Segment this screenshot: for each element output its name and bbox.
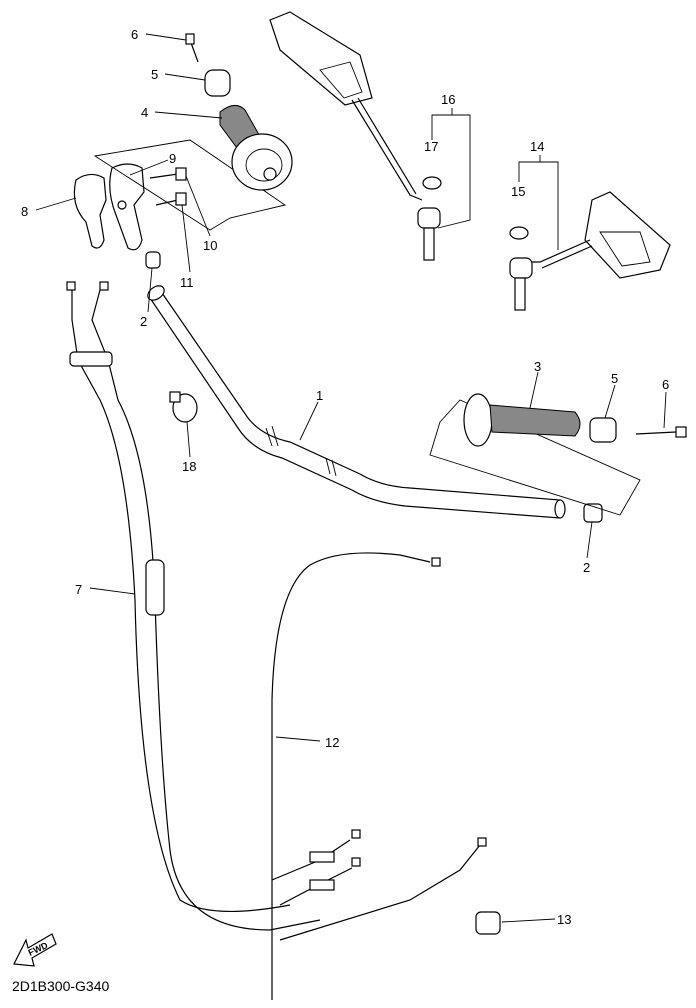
fwd-arrow-icon: FWD <box>13 933 57 967</box>
screw-part-6[interactable] <box>185 33 199 63</box>
screw-part-11[interactable] <box>155 192 187 206</box>
label-5: 5 <box>151 67 158 82</box>
grip-part-3[interactable] <box>463 393 581 447</box>
label-5-right: 5 <box>611 371 618 386</box>
diagram-code: 2D1B300-G340 <box>12 978 110 994</box>
throttle-cable-part-7[interactable] <box>66 281 321 931</box>
label-15: 15 <box>511 184 525 199</box>
grip-end-part-5[interactable] <box>204 69 231 97</box>
leader-lines <box>35 33 667 923</box>
label-9: 9 <box>169 151 176 166</box>
grip-end-part-5-right[interactable] <box>589 417 617 443</box>
label-6-right: 6 <box>662 377 669 392</box>
label-17: 17 <box>424 139 438 154</box>
clamp-part-18[interactable] <box>169 391 198 423</box>
label-6: 6 <box>131 27 138 42</box>
collar-part-2-right[interactable] <box>583 503 603 523</box>
label-18: 18 <box>182 459 196 474</box>
screw-part-6-right[interactable] <box>635 426 687 438</box>
grip-part-4[interactable] <box>219 105 293 191</box>
cap-part-15[interactable] <box>509 226 529 240</box>
label-2-right: 2 <box>583 560 590 575</box>
label-10: 10 <box>203 238 217 253</box>
handlebar-part-1[interactable] <box>145 283 566 519</box>
label-1: 1 <box>316 388 323 403</box>
cable-part-12[interactable] <box>271 552 487 1000</box>
label-14: 14 <box>530 139 544 154</box>
screw-part-10[interactable] <box>149 167 187 181</box>
label-11: 11 <box>180 275 194 290</box>
mirror-right[interactable] <box>509 191 671 311</box>
label-7: 7 <box>75 582 82 597</box>
collar-part-2[interactable] <box>145 251 161 269</box>
label-16: 16 <box>441 92 455 107</box>
label-8: 8 <box>21 204 28 219</box>
mirror-left[interactable] <box>269 11 441 261</box>
label-13: 13 <box>557 912 571 927</box>
cap-part-17[interactable] <box>422 176 442 190</box>
label-4: 4 <box>141 105 148 120</box>
assembly-outline-right <box>429 399 641 516</box>
assembly-outline <box>93 139 287 231</box>
lever-holder-part-9[interactable] <box>109 163 145 251</box>
lever-holder-part-8[interactable] <box>73 173 107 249</box>
label-12: 12 <box>325 735 339 750</box>
bracket-part-13[interactable] <box>475 911 501 935</box>
label-3: 3 <box>534 359 541 374</box>
label-2: 2 <box>140 314 147 329</box>
